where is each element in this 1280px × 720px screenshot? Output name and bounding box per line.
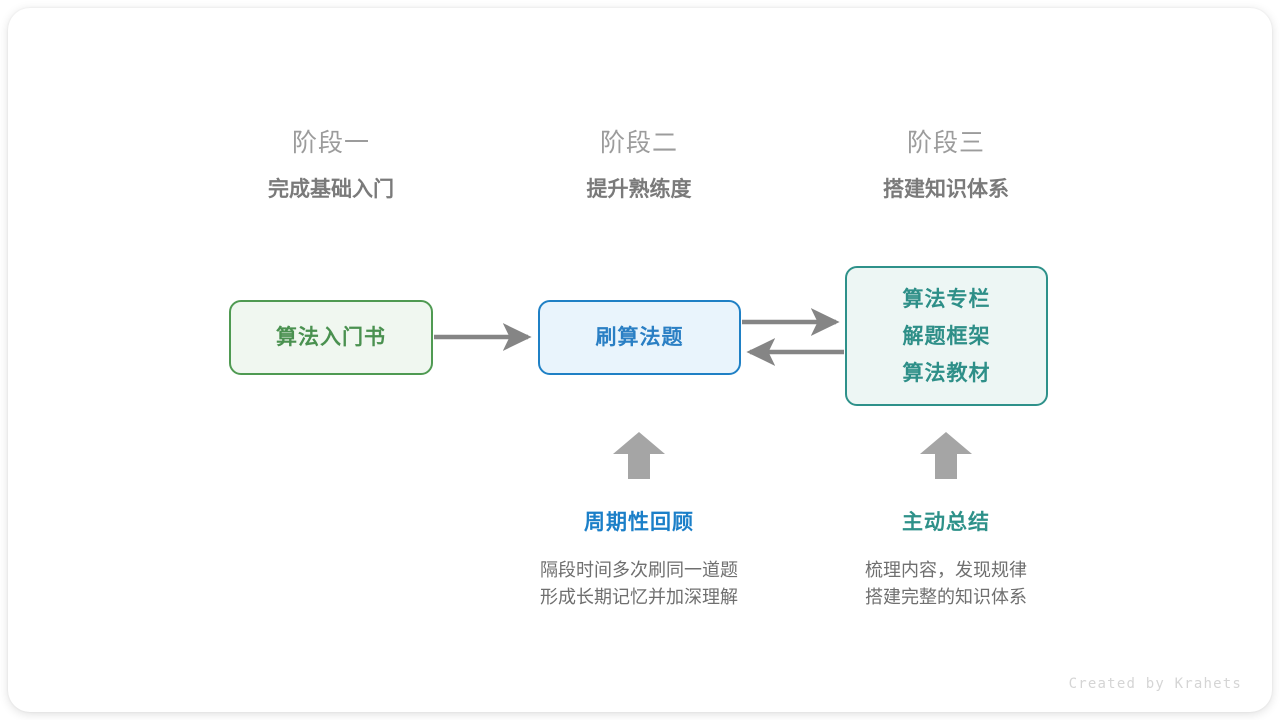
- note-active-summary-title: 主动总结: [902, 511, 990, 534]
- stage-1-number: 阶段一: [291, 129, 370, 157]
- node-resources-line-3: 算法教材: [902, 361, 991, 385]
- note-periodic-review-body-line-1: 隔段时间多次刷同一道题: [540, 560, 738, 580]
- node-resources-line-1: 算法专栏: [902, 287, 991, 311]
- node-intro-book-line-1: 算法入门书: [276, 326, 386, 349]
- stage-header-3: 阶段三 搭建知识体系: [816, 126, 1076, 205]
- note-active-summary-body-line-2: 搭建完整的知识体系: [865, 587, 1027, 607]
- node-resources-line-2: 解题框架: [902, 324, 991, 348]
- note-active-summary-body: 梳理内容，发现规律 搭建完整的知识体系: [796, 557, 1096, 611]
- node-resources[interactable]: 算法专栏 解题框架 算法教材: [845, 266, 1048, 406]
- note-periodic-review-body: 隔段时间多次刷同一道题 形成长期记忆并加深理解: [489, 557, 789, 611]
- note-periodic-review-body-line-2: 形成长期记忆并加深理解: [540, 587, 738, 607]
- stage-3-title: 搭建知识体系: [883, 178, 1009, 201]
- note-active-summary-body-line-1: 梳理内容，发现规律: [865, 560, 1027, 580]
- stage-header-1: 阶段一 完成基础入门: [201, 126, 461, 205]
- stage-1-title: 完成基础入门: [268, 178, 394, 201]
- note-active-summary: 主动总结 梳理内容，发现规律 搭建完整的知识体系: [796, 508, 1096, 611]
- stage-header-2: 阶段二 提升熟练度: [509, 126, 769, 205]
- node-practice-problems-line-1: 刷算法题: [595, 326, 684, 349]
- note-periodic-review: 周期性回顾 隔段时间多次刷同一道题 形成长期记忆并加深理解: [489, 508, 789, 611]
- stage-3-number: 阶段三: [906, 129, 985, 157]
- stage-2-title: 提升熟练度: [586, 178, 692, 201]
- note-periodic-review-title: 周期性回顾: [584, 511, 694, 534]
- stage-2-number: 阶段二: [599, 129, 678, 157]
- watermark-credit: Created by Krahets: [1068, 676, 1242, 692]
- node-intro-book[interactable]: 算法入门书: [229, 300, 433, 375]
- node-practice-problems[interactable]: 刷算法题: [538, 300, 741, 375]
